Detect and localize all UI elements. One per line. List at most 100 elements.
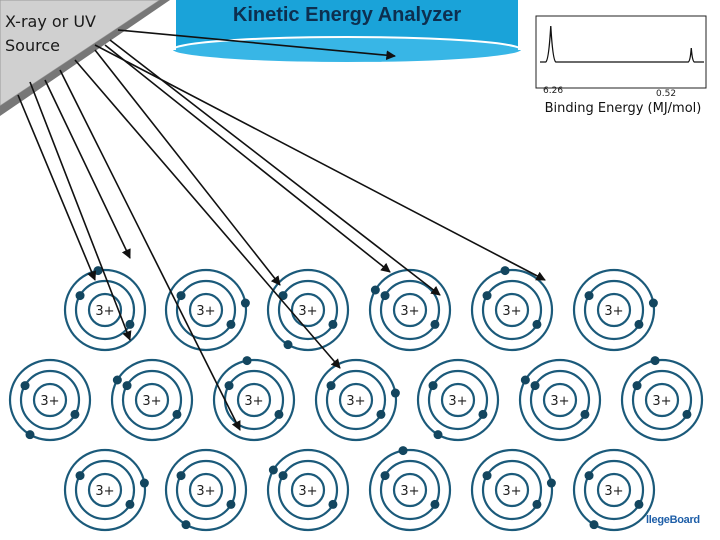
electron <box>240 298 250 308</box>
electron <box>242 356 252 366</box>
lithium-atom: 3+ <box>110 358 194 442</box>
electron-shell <box>368 448 452 532</box>
electron <box>584 291 594 301</box>
electron-shell <box>266 268 350 352</box>
electron <box>632 381 642 391</box>
electron <box>75 291 85 301</box>
electron-shell <box>121 369 183 431</box>
electron-shell <box>314 358 398 442</box>
nucleus-charge: 3+ <box>604 304 623 319</box>
lithium-atom: 3+ <box>314 358 400 442</box>
trajectory-arrow <box>44 79 131 259</box>
electron-shell <box>277 459 339 521</box>
electron-shell <box>392 292 428 328</box>
electron-shell <box>338 382 374 418</box>
lithium-atom: 3+ <box>416 358 500 442</box>
electron-shell <box>440 382 476 418</box>
electron <box>380 291 390 301</box>
electron <box>326 381 336 391</box>
electron-shell <box>481 279 543 341</box>
electron <box>176 471 186 481</box>
electron <box>482 291 492 301</box>
electron-shell <box>325 369 387 431</box>
electron <box>70 409 80 419</box>
nucleus-charge: 3+ <box>604 484 623 499</box>
electron-shell <box>188 292 224 328</box>
lithium-atom: 3+ <box>212 356 296 442</box>
electron <box>20 381 30 391</box>
electron <box>139 478 149 488</box>
electron <box>430 499 440 509</box>
electron <box>112 375 122 385</box>
electron <box>328 499 338 509</box>
nucleus-charge: 3+ <box>196 304 215 319</box>
source-label: X-ray or UV Source <box>5 12 96 55</box>
electron-shell <box>236 382 272 418</box>
electron-shell <box>368 268 452 352</box>
electron <box>430 319 440 329</box>
nucleus-charge: 3+ <box>298 304 317 319</box>
electron <box>428 381 438 391</box>
electron <box>580 409 590 419</box>
atoms-layer: 3+3+3+3+3+3+3+3+3+3+3+3+3+3+3+3+3+3+3+ <box>8 266 704 532</box>
lithium-atom: 3+ <box>518 358 602 442</box>
electron-shell <box>63 448 147 532</box>
electron-shell <box>470 448 554 532</box>
nucleus-charge: 3+ <box>95 304 114 319</box>
electron <box>634 319 644 329</box>
electron <box>482 471 492 481</box>
electron <box>122 381 132 391</box>
nucleus-charge: 3+ <box>400 304 419 319</box>
electron <box>226 499 236 509</box>
electron <box>546 478 556 488</box>
nucleus-charge: 3+ <box>400 484 419 499</box>
electron-shell <box>164 268 248 352</box>
electron <box>390 388 400 398</box>
electron-shell <box>87 472 123 508</box>
electron-shell <box>277 279 339 341</box>
electron-shell <box>481 459 543 521</box>
lithium-atom: 3+ <box>63 448 149 532</box>
spectrum-trace <box>540 25 704 63</box>
electron-shell <box>392 472 428 508</box>
electron <box>181 520 191 530</box>
electron <box>650 356 660 366</box>
electron <box>398 446 408 456</box>
nucleus-charge: 3+ <box>95 484 114 499</box>
lithium-atom: 3+ <box>8 358 92 442</box>
nucleus-charge: 3+ <box>502 484 521 499</box>
electron-shell <box>427 369 489 431</box>
electron-shell <box>572 268 656 352</box>
photon-electron-arrows <box>17 29 546 431</box>
electron-shell <box>290 472 326 508</box>
lithium-atom: 3+ <box>620 356 704 442</box>
electron-shell <box>175 459 237 521</box>
trajectory-arrow <box>104 44 391 273</box>
trajectory-arrow <box>109 39 441 296</box>
nucleus-charge: 3+ <box>550 394 569 409</box>
electron-shell <box>379 279 441 341</box>
electron <box>274 409 284 419</box>
electron <box>589 520 599 530</box>
lithium-atom: 3+ <box>164 268 250 352</box>
electron-shell <box>188 472 224 508</box>
electron <box>584 471 594 481</box>
electron <box>125 319 135 329</box>
electron-shell <box>416 358 500 442</box>
trajectory-arrow <box>94 44 546 281</box>
lithium-atom: 3+ <box>368 446 452 532</box>
electron <box>376 409 386 419</box>
lithium-atom: 3+ <box>470 266 554 352</box>
electron <box>634 499 644 509</box>
electron <box>478 409 488 419</box>
spectrum-plot <box>535 15 707 89</box>
electron-shell <box>620 358 704 442</box>
electron <box>283 340 293 350</box>
electron <box>224 381 234 391</box>
trajectory-arrow <box>29 81 132 341</box>
electron <box>25 430 35 440</box>
nucleus-charge: 3+ <box>448 394 467 409</box>
lithium-atom: 3+ <box>63 266 147 352</box>
electron-shell <box>175 279 237 341</box>
